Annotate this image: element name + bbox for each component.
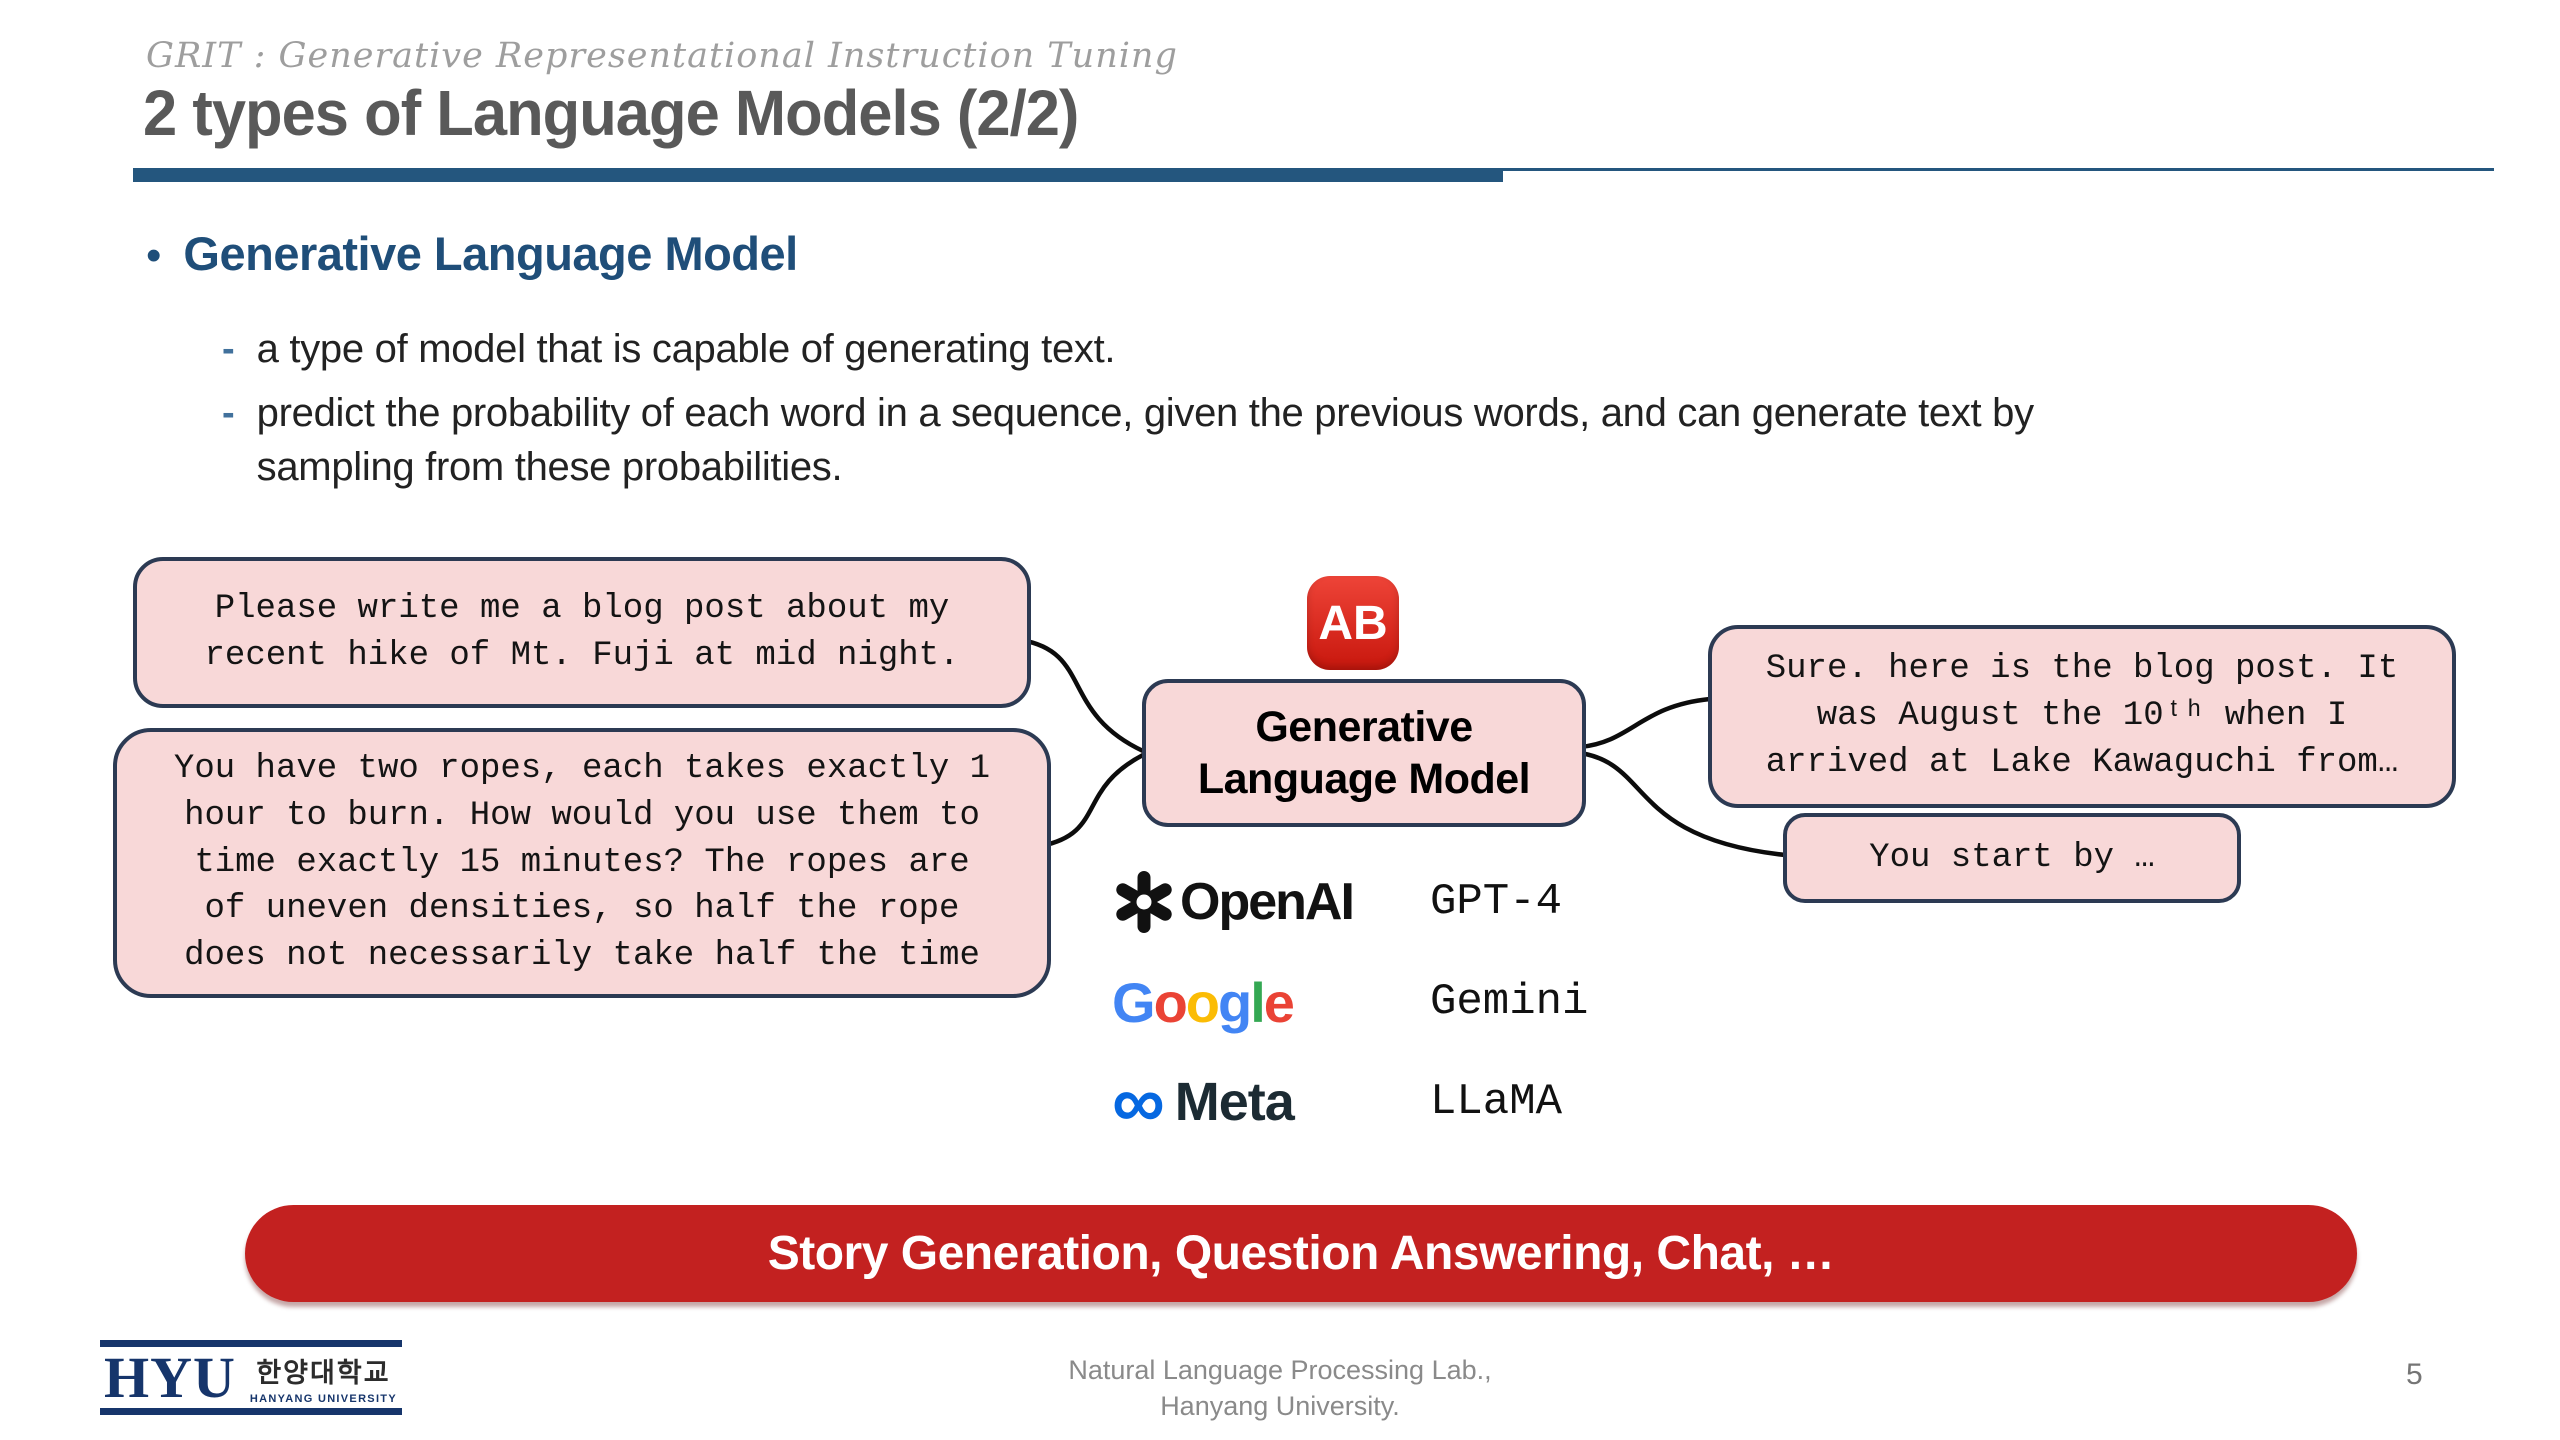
google-brand: Google [1112,970,1430,1035]
connector-prompt2-to-model [1040,753,1145,849]
title-underline-accent [133,168,1503,182]
title-underline [1503,168,2494,171]
meta-brand: ∞ Meta [1112,1060,1430,1143]
google-letter: l [1250,970,1266,1034]
kicker-text: GRIT : Generative Representational Instr… [146,36,1178,76]
bullet-heading-row: • Generative Language Model [146,226,798,281]
hyu-logo-bottom-bar [100,1408,402,1416]
page-number: 5 [2406,1358,2423,1391]
model-name-gemini: Gemini [1430,977,1589,1027]
footer-lab-text: Natural Language Processing Lab., Hanyan… [1068,1355,1492,1422]
prompt-bubble-ropes: You have two ropes, each takes exactly 1… [113,728,1051,998]
connector-model-to-response1 [1579,696,1711,750]
google-letter: g [1218,970,1252,1034]
openai-logo-text: OpenAI [1180,873,1355,931]
response-bubble-start: You start by … [1783,813,2241,903]
hyu-logo-names: 한양대학교 HANYANG UNIVERSITY [250,1351,397,1405]
hyu-logo: HYU 한양대학교 HANYANG UNIVERSITY [100,1340,402,1416]
provider-list: OpenAI GPT-4 Google Gemini ∞ Meta LLaMA [1112,858,1588,1146]
response-bubble-blog: Sure. here is the blog post. It was Augu… [1708,625,2456,808]
provider-row-meta: ∞ Meta LLaMA [1112,1058,1588,1146]
applications-banner: Story Generation, Question Answering, Ch… [245,1205,2357,1302]
hyu-logo-korean: 한양대학교 [256,1357,391,1388]
generative-language-model-box: Generative Language Model [1142,679,1586,827]
provider-row-openai: OpenAI GPT-4 [1112,858,1588,946]
connector-model-to-response2 [1579,750,1786,858]
openai-logo-icon [1116,871,1172,933]
meta-logo-icon: ∞ [1112,1060,1165,1143]
hyu-logo-body: HYU 한양대학교 HANYANG UNIVERSITY [100,1347,402,1408]
bullet-heading: Generative Language Model [183,227,798,280]
hyu-logo-top-bar [100,1340,402,1347]
bullet-marker: • [146,231,162,280]
google-letter: e [1263,970,1295,1034]
meta-logo-text: Meta [1174,1072,1295,1132]
hyu-logo-acronym: HYU [104,1345,236,1410]
prompt-bubble-blog: Please write me a blog post about my rec… [133,557,1031,708]
hyu-logo-english: HANYANG UNIVERSITY [249,1392,397,1405]
google-letter: o [1185,970,1220,1034]
ab-button-icon: AB [1307,576,1399,670]
openai-brand: OpenAI [1112,870,1430,934]
model-name-gpt4: GPT-4 [1430,877,1563,927]
sub-bullet-2: - predict the probability of each word i… [222,386,2502,494]
google-letter: G [1112,970,1156,1034]
page-title: 2 types of Language Models (2/2) [143,77,1079,149]
dash-marker-2: - [222,392,235,434]
dash-marker-1: - [222,328,235,370]
connector-prompt1-to-model [1020,637,1144,754]
sub-bullet-2-text: predict the probability of each word in … [256,391,2034,489]
google-logo-text: Google [1112,970,1295,1035]
provider-row-google: Google Gemini [1112,958,1588,1046]
google-letter: o [1153,970,1188,1034]
sub-bullet-1-text: a type of model that is capable of gener… [256,327,1116,371]
model-name-llama: LLaMA [1430,1077,1563,1127]
sub-bullet-1: - a type of model that is capable of gen… [222,322,2472,376]
